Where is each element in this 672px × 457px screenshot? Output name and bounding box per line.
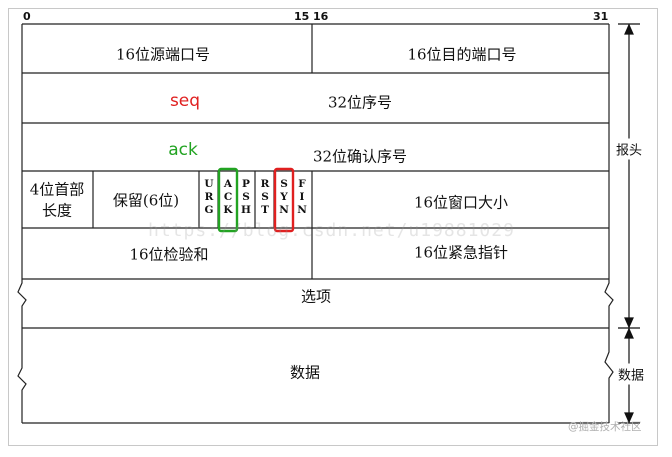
- diagram-frame: [8, 8, 658, 446]
- dest-port-field: 16位目的端口号: [407, 45, 517, 64]
- bit-label-16: 16: [313, 10, 329, 23]
- ack-annotation: ack: [168, 140, 198, 160]
- flag-letter: P: [242, 178, 250, 190]
- window-size-field: 16位窗口大小: [413, 193, 509, 212]
- flag-letter: U: [204, 178, 214, 190]
- flag-rst: R S T: [260, 178, 270, 217]
- flag-urg: U R G: [204, 178, 214, 217]
- flag-letter: S: [280, 178, 288, 190]
- syn-flag-highlight: [273, 167, 295, 233]
- flag-syn: S Y N: [279, 178, 289, 217]
- header-arrow-down: [624, 317, 634, 329]
- flag-letter: R: [260, 178, 270, 190]
- flag-letter: C: [223, 191, 233, 203]
- source-port-field: 16位源端口号: [115, 45, 211, 64]
- header-length-field-line2: 长度: [41, 201, 73, 220]
- flag-letter: T: [261, 204, 269, 216]
- flag-letter: S: [242, 191, 250, 203]
- flag-letter: R: [204, 191, 214, 203]
- juejin-credit: @掘金技术社区: [568, 421, 642, 433]
- flag-fin: F I N: [297, 178, 307, 217]
- checksum-field: 16位检验和: [129, 245, 209, 264]
- data-side-label: 数据: [617, 363, 645, 385]
- header-arrow-up: [624, 23, 634, 35]
- bit-label-15: 15: [294, 10, 310, 23]
- flag-letter: A: [223, 178, 233, 190]
- flag-letter: N: [297, 204, 307, 216]
- flag-letter: S: [261, 191, 269, 203]
- flag-letter: Y: [280, 191, 288, 203]
- header-length-field-line1: 4位首部: [29, 180, 85, 199]
- bit-label-0: 0: [23, 10, 31, 23]
- flag-letter: N: [279, 204, 289, 216]
- flag-ack: A C K: [223, 178, 233, 217]
- seq-annotation: seq: [169, 91, 201, 111]
- flag-letter: H: [241, 204, 251, 216]
- left-border: [17, 24, 27, 423]
- flag-letter: K: [223, 204, 233, 216]
- flag-letter: G: [204, 204, 214, 216]
- data-arrow-up: [624, 327, 634, 339]
- header-side-label: 报头: [615, 138, 643, 160]
- csdn-watermark: https://blog.csdn.net/u19881029: [148, 220, 515, 241]
- data-field: 数据: [289, 363, 321, 382]
- flag-letter: I: [299, 191, 305, 203]
- flag-psh: P S H: [241, 178, 251, 217]
- options-field: 选项: [300, 287, 332, 306]
- seq-number-field: 32位序号: [327, 93, 393, 112]
- bit-label-31: 31: [593, 10, 609, 23]
- reserved-field: 保留(6位): [112, 191, 180, 210]
- data-arrow-down: [624, 412, 634, 424]
- right-border: [604, 24, 614, 423]
- urgent-pointer-field: 16位紧急指针: [413, 243, 509, 262]
- ack-number-field: 32位确认序号: [312, 147, 408, 166]
- flag-letter: F: [298, 178, 306, 190]
- ack-flag-highlight: [217, 167, 239, 233]
